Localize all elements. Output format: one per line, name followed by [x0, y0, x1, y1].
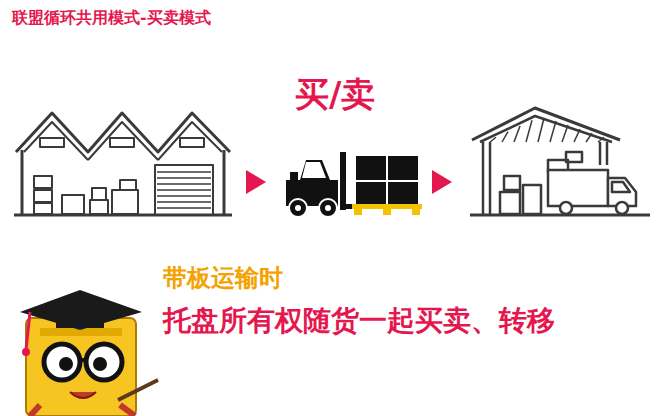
right-warehouse: [566, 152, 582, 162]
note-heading: 带板运输时: [163, 262, 283, 294]
left-warehouse: [62, 195, 84, 214]
left-warehouse: [34, 203, 52, 214]
right-warehouse: [538, 118, 544, 142]
right-warehouse: [606, 142, 609, 165]
right-warehouse: [598, 137, 604, 142]
forklift: [340, 152, 346, 210]
right-warehouse: [490, 137, 496, 142]
left-warehouse: [92, 188, 106, 200]
left-warehouse: [90, 200, 108, 214]
mascot: [26, 312, 30, 350]
left-warehouse: [157, 189, 211, 191]
right-warehouse: [480, 116, 612, 142]
right-warehouse: [470, 108, 650, 215]
mascot: [70, 392, 96, 398]
left-warehouse: [14, 113, 232, 215]
forklift: [354, 209, 362, 215]
mascot: [30, 405, 135, 416]
mascot: [59, 357, 73, 371]
right-warehouse: [489, 142, 492, 215]
arrow-triangle: [246, 170, 266, 194]
forklift: [290, 172, 298, 180]
forklift: [388, 156, 418, 180]
forklift: [352, 204, 422, 209]
left-warehouse: [180, 138, 204, 147]
left-warehouse: [157, 171, 211, 173]
left-warehouse: [112, 190, 138, 214]
right-warehouse: [599, 142, 602, 165]
right-warehouse: [523, 185, 541, 214]
left-warehouse: [157, 172, 211, 208]
mascot: [118, 380, 158, 400]
forklift: [319, 199, 337, 217]
left-warehouse: [120, 180, 136, 190]
mascot: [80, 358, 86, 362]
left-warehouse: [21, 150, 24, 214]
right-warehouse: [550, 121, 556, 142]
mascot: [20, 290, 158, 416]
mascot: [93, 357, 107, 371]
forklift: [289, 199, 307, 217]
right-warehouse: [574, 129, 580, 142]
right-warehouse: [586, 133, 592, 142]
left-warehouse: [157, 207, 211, 209]
mascot: [22, 348, 30, 356]
right-warehouse: [612, 182, 630, 192]
left-warehouse: [110, 138, 134, 147]
left-warehouse: [223, 150, 226, 214]
forklift: [302, 162, 326, 178]
left-warehouse: [157, 201, 211, 203]
right-warehouse: [514, 126, 520, 142]
left-warehouse: [34, 190, 52, 202]
right-warehouse: [482, 142, 485, 215]
left-warehouse: [40, 138, 64, 147]
mascot: [86, 344, 122, 380]
center-label: 买/卖: [295, 72, 375, 118]
forklift: [325, 205, 331, 211]
forklift: [412, 209, 420, 215]
forklift: [356, 156, 386, 180]
mascot: [56, 314, 104, 328]
arrow-triangle: [432, 170, 452, 194]
right-warehouse: [526, 120, 532, 142]
forklift: [383, 209, 391, 215]
left-warehouse: [16, 113, 230, 152]
mascot: [20, 290, 142, 330]
right-warehouse: [560, 202, 572, 214]
right-warehouse: [616, 202, 628, 214]
left-warehouse: [34, 176, 52, 188]
right-warehouse: [504, 176, 520, 190]
forklift: [295, 205, 301, 211]
left-warehouse: [155, 165, 213, 215]
right-warehouse: [548, 170, 608, 206]
right-warehouse: [562, 125, 568, 142]
diagram-title: 联盟循环共用模式-买卖模式: [12, 8, 211, 29]
right-warehouse: [490, 118, 604, 142]
left-warehouse: [157, 183, 211, 185]
left-warehouse: [24, 122, 222, 160]
forklift: [286, 152, 422, 217]
left-warehouse: [157, 177, 211, 179]
left-warehouse: [157, 195, 211, 197]
forklift: [388, 182, 418, 204]
right-warehouse: [502, 132, 508, 142]
forklift: [356, 182, 386, 204]
mascot: [44, 344, 80, 380]
note-body: 托盘所有权随货一起买卖、转移: [163, 302, 555, 340]
right-warehouse: [500, 192, 520, 214]
